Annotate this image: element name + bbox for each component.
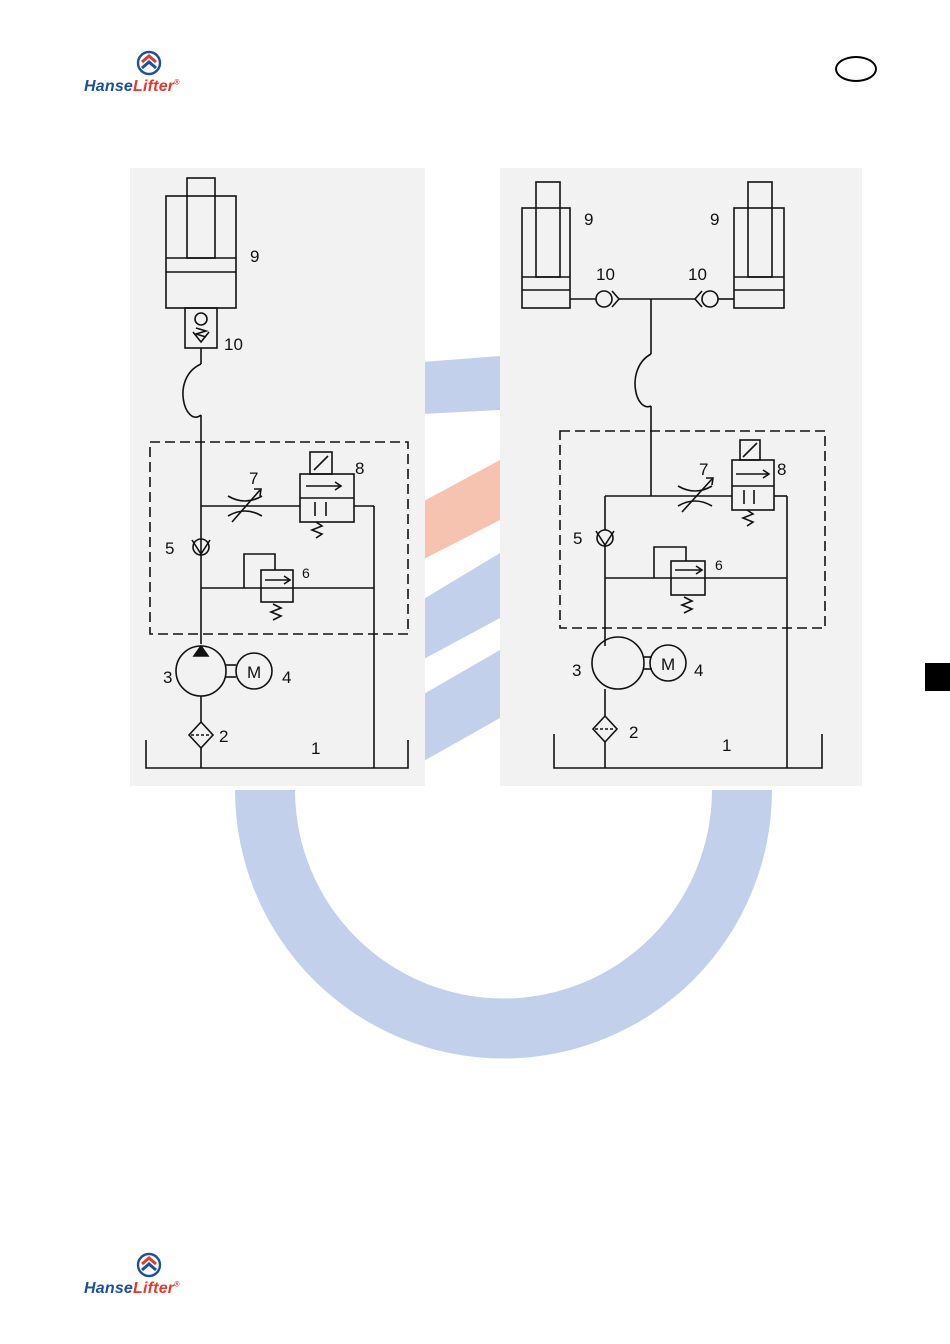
label-cylinder-left: 9: [584, 210, 593, 229]
label-cylinder-right: 9: [710, 210, 719, 229]
hanselifter-chevron-icon: [136, 1252, 162, 1278]
brand-name-part2: Lifter: [133, 1280, 174, 1297]
hanselifter-chevron-icon: [136, 50, 162, 76]
label-pump: 3: [163, 668, 172, 687]
label-filter: 2: [629, 723, 638, 742]
label-throttle-valve: 7: [699, 460, 708, 479]
label-pump: 3: [572, 661, 581, 680]
label-safety-valve: 10: [224, 335, 243, 354]
country-badge: [835, 56, 877, 82]
label-motor-symbol: M: [247, 663, 261, 682]
label-filter: 2: [219, 727, 228, 746]
label-check-valve: 5: [165, 539, 174, 558]
header-logo: HanseLifter®: [84, 50, 224, 100]
brand-name-part2: Lifter: [133, 78, 174, 95]
label-check-valve: 5: [573, 529, 582, 548]
footer-logo: HanseLifter®: [84, 1252, 224, 1302]
section-tab-marker: [925, 663, 950, 691]
hydraulic-diagram-dual-cylinder: 9 9 10 10 7 8 5 6 3 M 4 2 1: [500, 168, 862, 786]
registered-mark: ®: [174, 1282, 179, 1289]
label-throttle-valve: 7: [249, 469, 258, 488]
registered-mark: ®: [174, 80, 179, 87]
label-reservoir: 1: [722, 736, 731, 755]
label-relief-valve: 6: [302, 565, 310, 581]
brand-name-part1: Hanse: [84, 1280, 133, 1297]
label-reservoir: 1: [311, 739, 320, 758]
brand-name-part1: Hanse: [84, 78, 133, 95]
label-motor: 4: [282, 668, 291, 687]
hydraulic-diagram-single-cylinder: 9 10 7 8 5 6 3 M 4 2 1: [130, 168, 425, 786]
label-solenoid-valve: 8: [355, 459, 364, 478]
label-cylinder: 9: [250, 247, 259, 266]
label-motor-symbol: M: [661, 655, 675, 674]
label-safety-valve-right: 10: [688, 265, 707, 284]
label-motor: 4: [694, 661, 703, 680]
label-relief-valve: 6: [715, 557, 723, 573]
label-safety-valve-left: 10: [596, 265, 615, 284]
label-solenoid-valve: 8: [777, 460, 786, 479]
